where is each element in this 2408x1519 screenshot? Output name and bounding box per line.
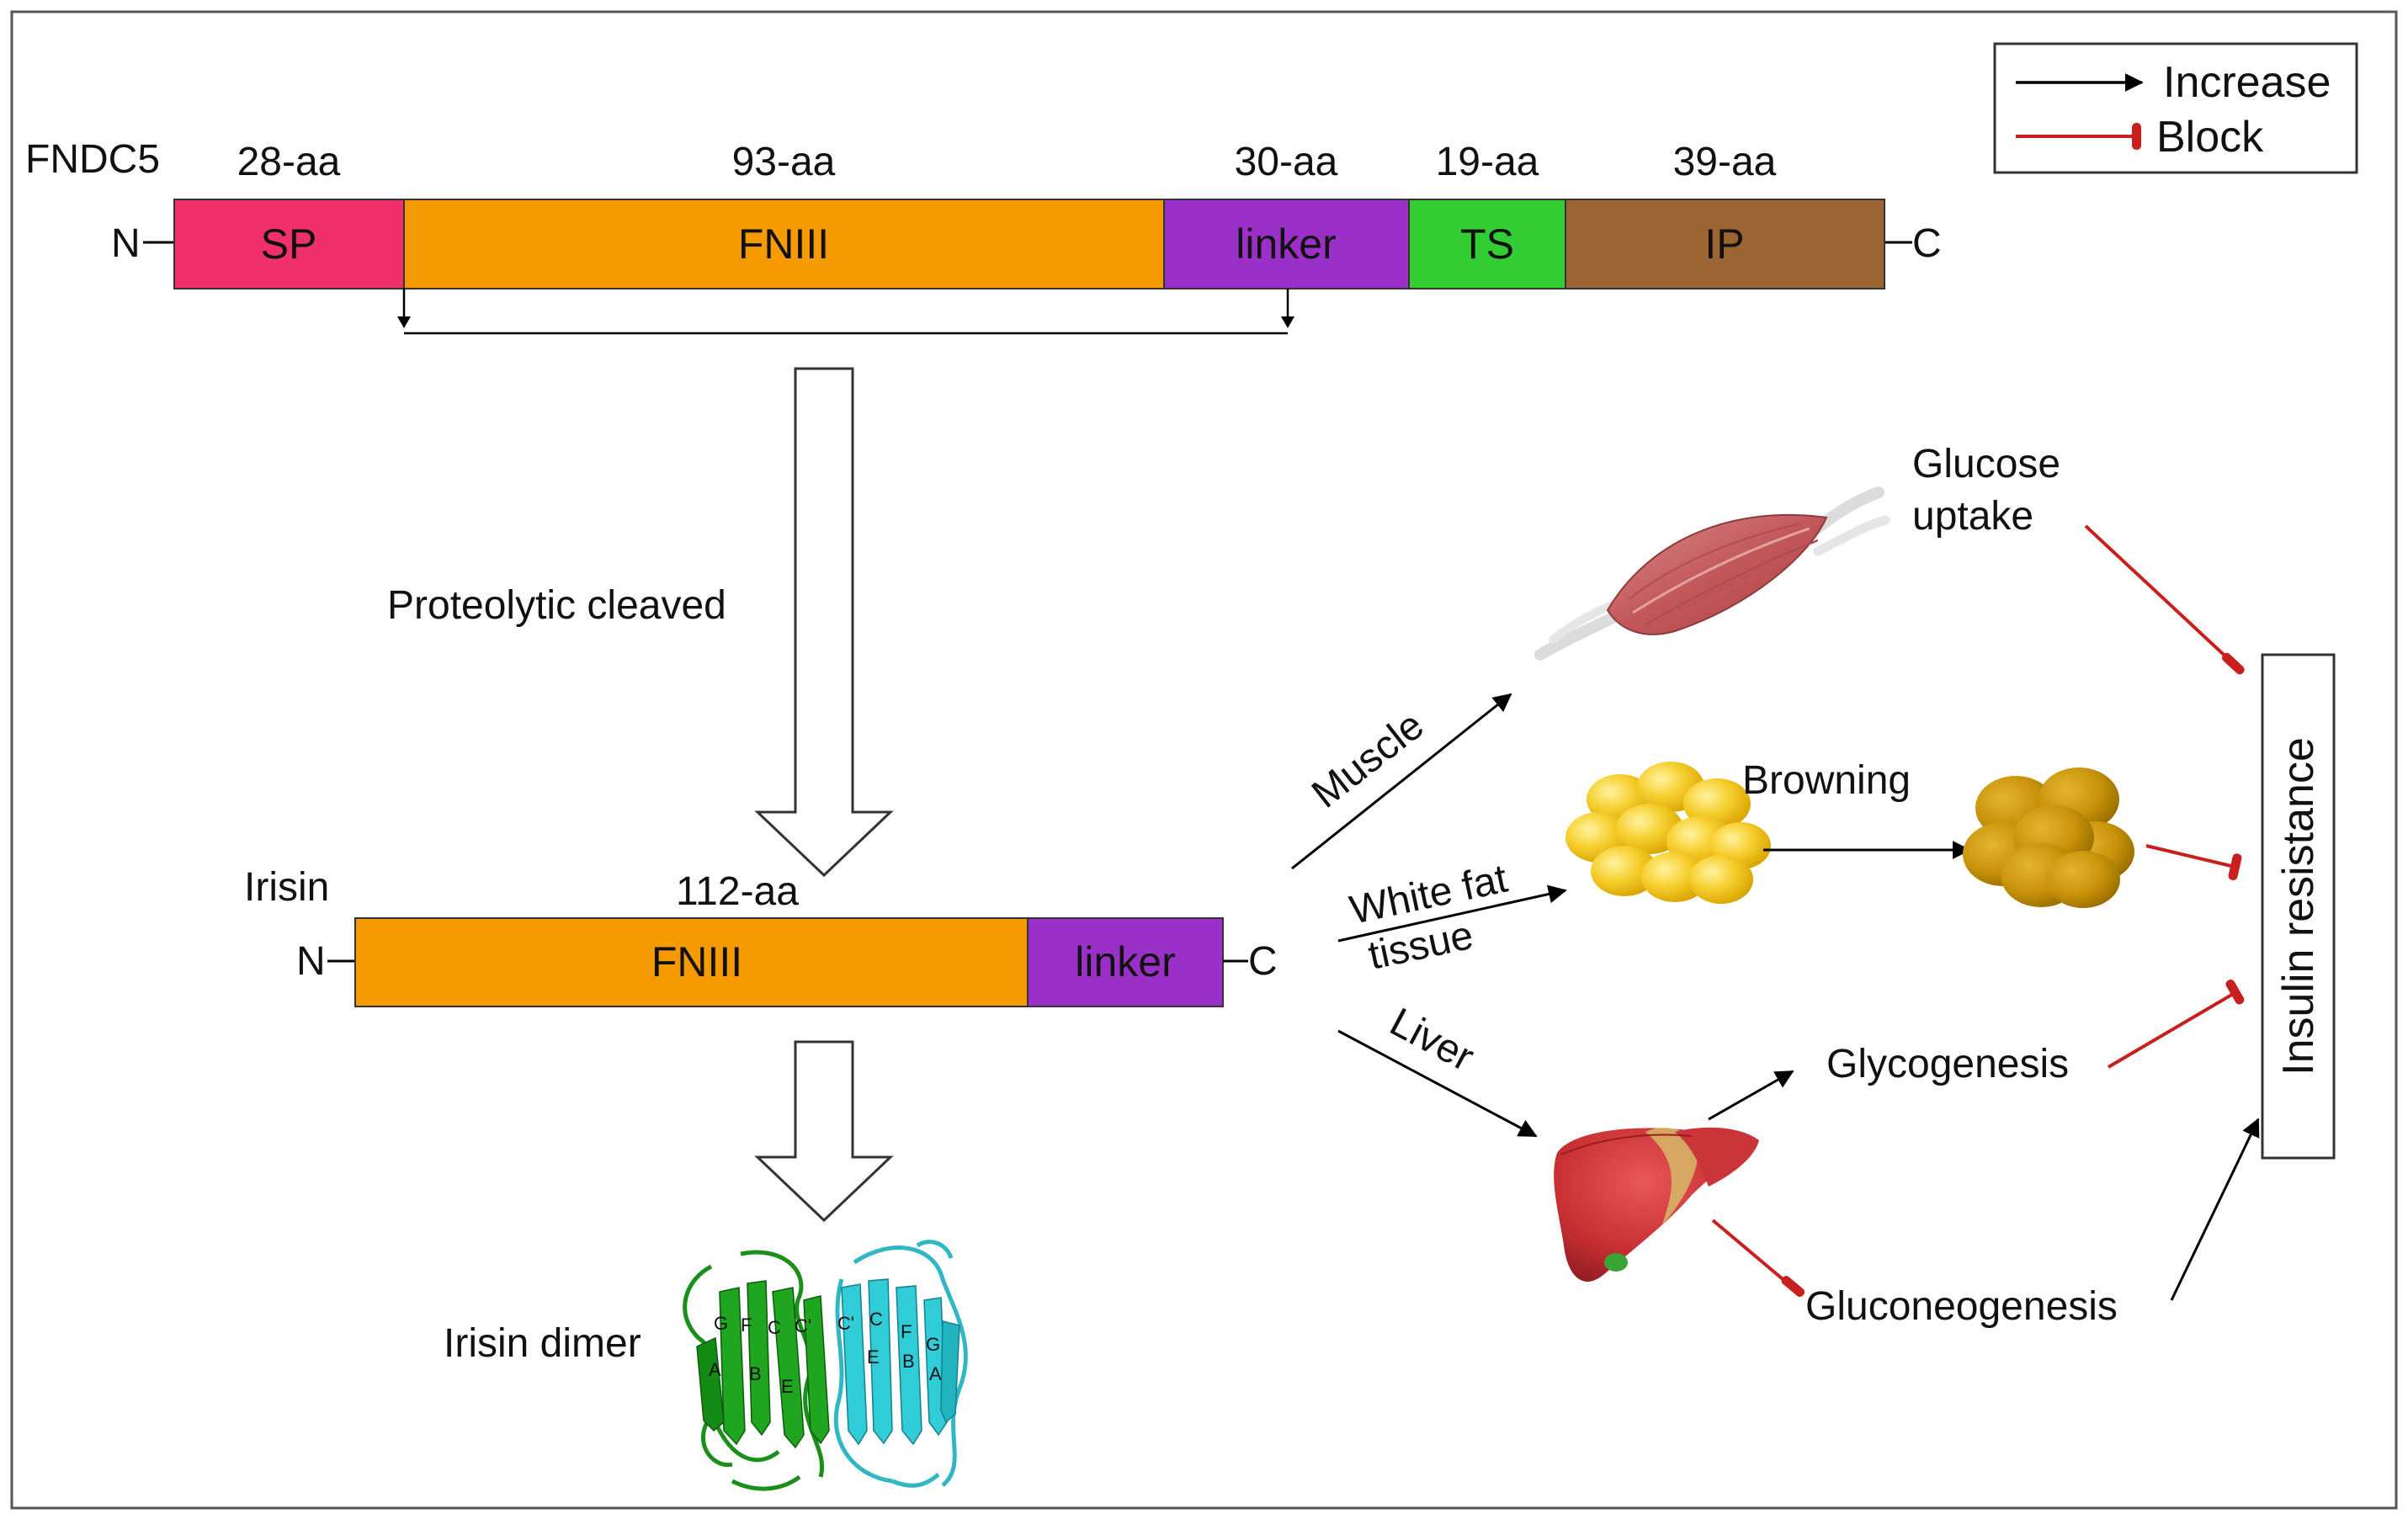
legend-block-bar bbox=[2132, 123, 2141, 150]
fndc5-linker-label: linker bbox=[1236, 220, 1336, 268]
fndc5-segment-sp bbox=[173, 199, 405, 289]
fndc5-segment-linker bbox=[1163, 199, 1410, 289]
glucose-uptake-label-line2: uptake bbox=[1912, 494, 2033, 539]
glucose-uptake-label-line1: Glucose bbox=[1912, 442, 2060, 486]
irisin-segment-fniii bbox=[354, 917, 1029, 1007]
dimer-green-letter: C bbox=[768, 1317, 781, 1338]
fndc5-segment-ts bbox=[1408, 199, 1566, 289]
legend-increase-label: Increase bbox=[2163, 58, 2331, 107]
block-glucose-uptake bbox=[2084, 524, 2245, 675]
legend: Increase Block bbox=[1993, 42, 2358, 174]
dimer-cyan-letter: F bbox=[901, 1321, 912, 1342]
cleavage-label: Proteolytic cleaved bbox=[387, 583, 726, 628]
irisin-protein: Irisin 112-aa N FNIII linker C bbox=[244, 865, 1278, 1007]
irisin-linker-label: linker bbox=[1075, 938, 1175, 985]
dimer-green-letter: E bbox=[781, 1376, 794, 1397]
fndc5-ip-length: 39-aa bbox=[1673, 140, 1777, 184]
dimer-green-letter: G bbox=[714, 1313, 728, 1334]
fndc5-fniii-label: FNIII bbox=[738, 220, 829, 268]
dimer-green-letter: B bbox=[749, 1363, 762, 1384]
fndc5-protein: FNDC5 N C SP FNIII linker TS IP 28-aa 93… bbox=[25, 137, 1942, 335]
fndc5-n-terminus: N bbox=[111, 221, 141, 266]
fndc5-sp-label: SP bbox=[261, 220, 317, 268]
liver-arrow bbox=[1337, 1029, 1538, 1138]
fndc5-c-terminus: C bbox=[1912, 221, 1942, 266]
irisin-length: 112-aa bbox=[676, 869, 799, 914]
protein-structure-icon: G F C C' A B E C' C F E B G A bbox=[683, 1240, 968, 1491]
dimer-cyan-letter: E bbox=[867, 1346, 880, 1368]
white-fat-arrow bbox=[1337, 884, 1567, 943]
dimer-green-letter: F bbox=[741, 1315, 752, 1336]
block-gluconeogenesis bbox=[1711, 1219, 1805, 1298]
dimer-cyan-letter: G bbox=[926, 1334, 940, 1355]
irisin-c-terminus: C bbox=[1248, 939, 1278, 984]
fndc5-fniii-length: 93-aa bbox=[732, 140, 836, 184]
dimer-cyan-letter: C bbox=[869, 1309, 883, 1330]
white-fat-icon bbox=[1565, 762, 1771, 904]
gluconeogenesis-arrow bbox=[2170, 1118, 2260, 1301]
muscle-icon bbox=[1534, 486, 1890, 661]
browning-label: Browning bbox=[1742, 758, 1911, 803]
dimer-green-letter: C' bbox=[795, 1315, 811, 1336]
dimer-arrow bbox=[754, 1040, 894, 1223]
fndc5-segment-ip bbox=[1565, 199, 1885, 289]
irisin-name: Irisin bbox=[244, 865, 329, 910]
fndc5-linker-length: 30-aa bbox=[1235, 140, 1338, 184]
insulin-resistance-label: Insulin resistance bbox=[2274, 737, 2323, 1076]
irisin-fniii-label: FNIII bbox=[651, 938, 742, 985]
legend-block-label: Block bbox=[2156, 113, 2264, 162]
dimer-green-letter: A bbox=[709, 1359, 721, 1380]
fndc5-sp-length: 28-aa bbox=[237, 140, 341, 184]
brown-fat-icon bbox=[1963, 767, 2134, 908]
gluconeogenesis-label: Gluconeogenesis bbox=[1805, 1284, 2118, 1329]
glycogenesis-label: Glycogenesis bbox=[1826, 1042, 2069, 1086]
liver-icon bbox=[1554, 1127, 1759, 1282]
fndc5-segment-fniii bbox=[403, 199, 1165, 289]
dimer-label: Irisin dimer bbox=[444, 1321, 641, 1366]
dimer-cyan-letter: B bbox=[902, 1351, 915, 1372]
fndc5-ts-length: 19-aa bbox=[1436, 140, 1539, 184]
muscle-arrow bbox=[1291, 693, 1512, 870]
block-glycogenesis bbox=[2107, 979, 2245, 1069]
fndc5-ts-label: TS bbox=[1460, 220, 1514, 268]
dimer-cyan-letter: A bbox=[929, 1363, 942, 1384]
fndc5-ip-label: IP bbox=[1704, 220, 1744, 268]
irisin-n-terminus: N bbox=[296, 939, 326, 984]
fndc5-name: FNDC5 bbox=[25, 137, 160, 182]
insulin-resistance-box: Insulin resistance bbox=[2261, 653, 2336, 1160]
irisin-segment-linker bbox=[1027, 917, 1224, 1007]
block-browning bbox=[2145, 844, 2242, 880]
cleavage-arrow bbox=[754, 367, 894, 878]
glycogenesis-arrow bbox=[1708, 1070, 1794, 1121]
cleavage-bracket bbox=[402, 289, 1289, 335]
dimer-cyan-letter: C' bbox=[837, 1313, 854, 1334]
